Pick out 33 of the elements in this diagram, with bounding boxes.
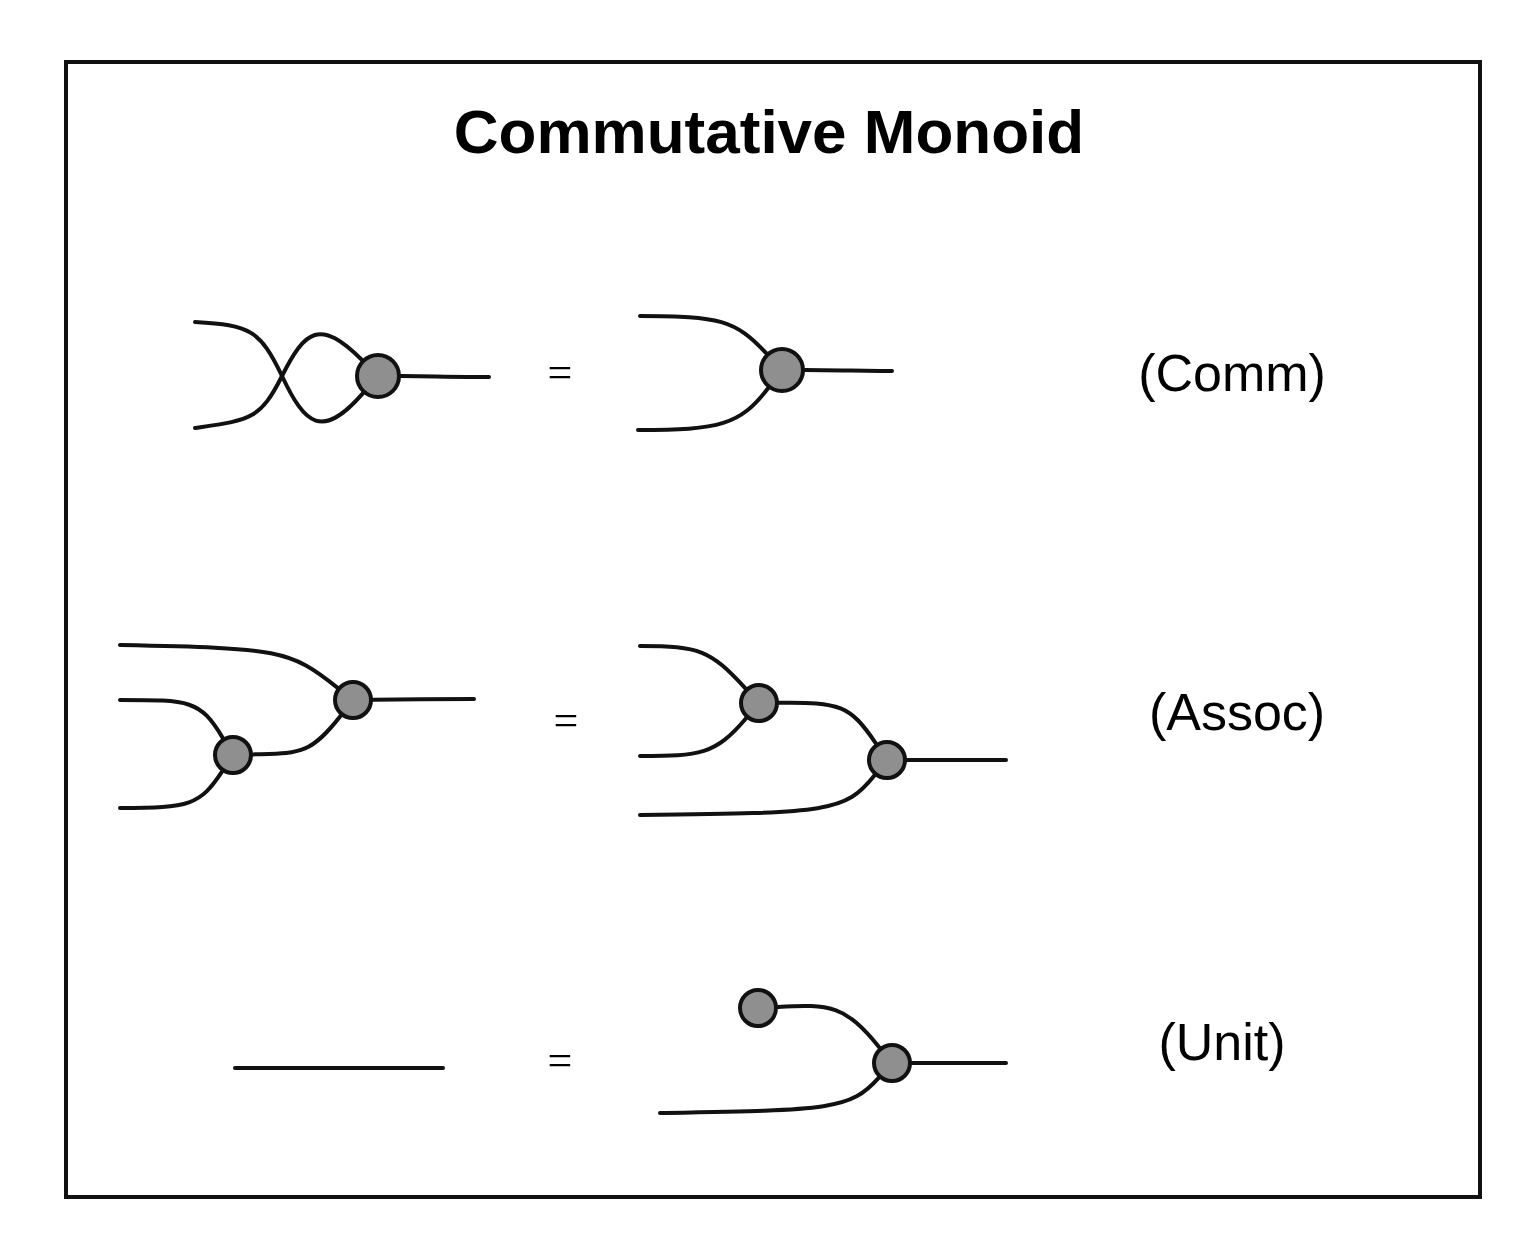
dot-node: [739, 683, 779, 723]
wire: [193, 332, 364, 430]
dot-node: [867, 740, 907, 780]
dot-node: [355, 353, 401, 399]
wire: [638, 644, 748, 691]
rule-label: (Unit): [1158, 1012, 1286, 1072]
wire: [118, 698, 225, 740]
wire: [371, 697, 476, 702]
equals-sign: =: [547, 346, 573, 398]
wire: [803, 368, 894, 373]
title: Commutative Monoid: [453, 97, 1085, 166]
wire: [638, 716, 749, 758]
equals-sign: =: [553, 694, 579, 746]
equals-sign: =: [547, 1034, 573, 1086]
wire: [658, 1075, 881, 1115]
wire: [118, 769, 224, 810]
wire: [905, 758, 1008, 762]
wire: [777, 700, 878, 746]
wire: [638, 314, 769, 356]
dot-node: [759, 347, 805, 393]
rule-label: (Comm): [1138, 343, 1326, 403]
wire: [193, 320, 365, 424]
dot-node: [738, 988, 778, 1028]
rule-label: (Assoc): [1148, 682, 1326, 742]
wire: [399, 374, 491, 379]
wire: [118, 643, 340, 690]
dot-node: [872, 1043, 912, 1083]
wire: [636, 386, 771, 432]
wire: [638, 773, 877, 817]
wire: [910, 1061, 1008, 1065]
wire: [251, 713, 343, 757]
dot-node: [213, 735, 253, 775]
dot-node: [333, 680, 373, 720]
